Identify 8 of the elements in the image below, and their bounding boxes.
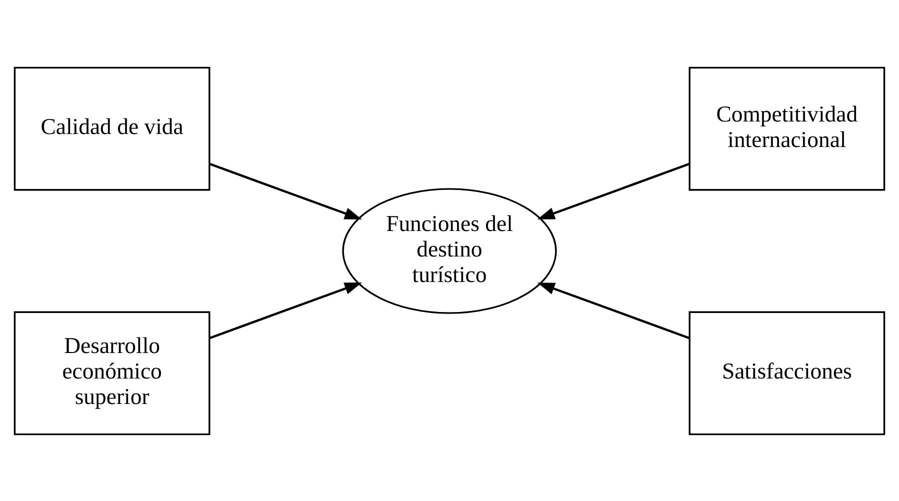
arrow [209, 162, 362, 220]
arrow [209, 282, 362, 339]
arrow [537, 282, 690, 339]
node-box: Desarrollo económico superior [14, 310, 210, 435]
node-box: Competitividad internacional [688, 66, 886, 190]
node-box: Calidad de vida [14, 66, 210, 190]
node-box: Satisfacciones [688, 310, 886, 435]
arrow [537, 162, 690, 219]
